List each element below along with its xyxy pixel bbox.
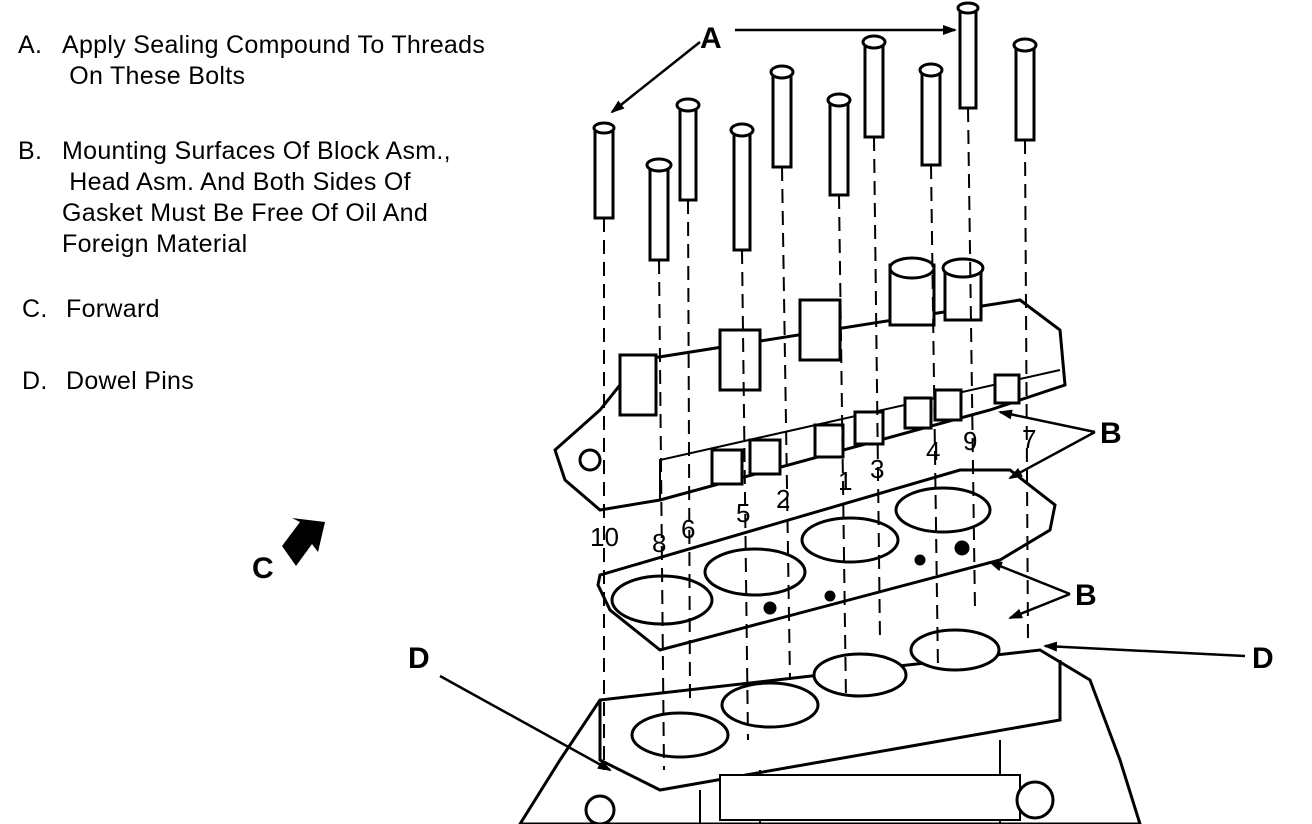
callout-d-right: [1043, 641, 1246, 658]
legend-text: Forward: [66, 295, 160, 323]
legend-item-d: D. Dowel Pins: [22, 366, 194, 397]
bolt: [956, 1, 980, 110]
bolt-number: 5: [736, 498, 750, 528]
bolt-number: 1: [838, 466, 852, 496]
callout-a-label: A: [700, 22, 722, 55]
legend-text: Mounting Surfaces Of Block Asm., Head As…: [62, 137, 451, 258]
bolt: [918, 62, 944, 167]
legend-item-c: C. Forward: [22, 294, 160, 325]
legend-key: A.: [18, 31, 43, 59]
bolt: [592, 121, 616, 220]
bolt: [769, 64, 795, 169]
callout-b-upper: [998, 409, 1096, 480]
legend-key: C.: [22, 295, 48, 323]
bolt-number: 9: [963, 426, 977, 456]
legend-key: B.: [18, 137, 43, 165]
callout-d-left-label: D: [408, 642, 430, 675]
bolt: [645, 157, 673, 262]
legend-item-a: A. Apply Sealing Compound To Threads On T…: [18, 30, 485, 92]
alignment-lines: [603, 107, 1029, 771]
bolt-sequence-numbers: 10 8 6 5 2 1 3 4 9 7: [590, 424, 1036, 558]
bolt-number: 8: [652, 528, 666, 558]
forward-arrow-icon: [282, 518, 325, 566]
bolt-number: 7: [1022, 424, 1036, 454]
legend-text: Apply Sealing Compound To Threads On The…: [62, 31, 486, 90]
bolt: [729, 122, 755, 252]
callout-a: [610, 25, 957, 114]
bolt: [1012, 37, 1038, 142]
bolt: [861, 34, 887, 139]
engine-block: [518, 628, 1142, 824]
cylinder-head: [553, 256, 1067, 512]
callout-c-label: C: [252, 552, 274, 585]
bolt-number: 6: [681, 514, 695, 544]
callout-d-left: [439, 674, 612, 772]
callout-b-lower-label: B: [1075, 579, 1097, 612]
bolt: [826, 92, 852, 197]
bolt-number: 10: [590, 522, 619, 552]
bolt-number: 2: [776, 484, 790, 514]
bolt-number: 3: [870, 454, 884, 484]
legend-item-b: B. Mounting Surfaces Of Block Asm., Head …: [18, 136, 451, 260]
callout-b-upper-label: B: [1100, 417, 1122, 450]
bolt-number: 4: [926, 436, 940, 466]
callout-d-right-label: D: [1252, 642, 1274, 675]
bolt: [675, 97, 701, 202]
callout-b-lower: [988, 560, 1071, 620]
legend-text: Dowel Pins: [66, 367, 195, 395]
legend-key: D.: [22, 367, 48, 395]
